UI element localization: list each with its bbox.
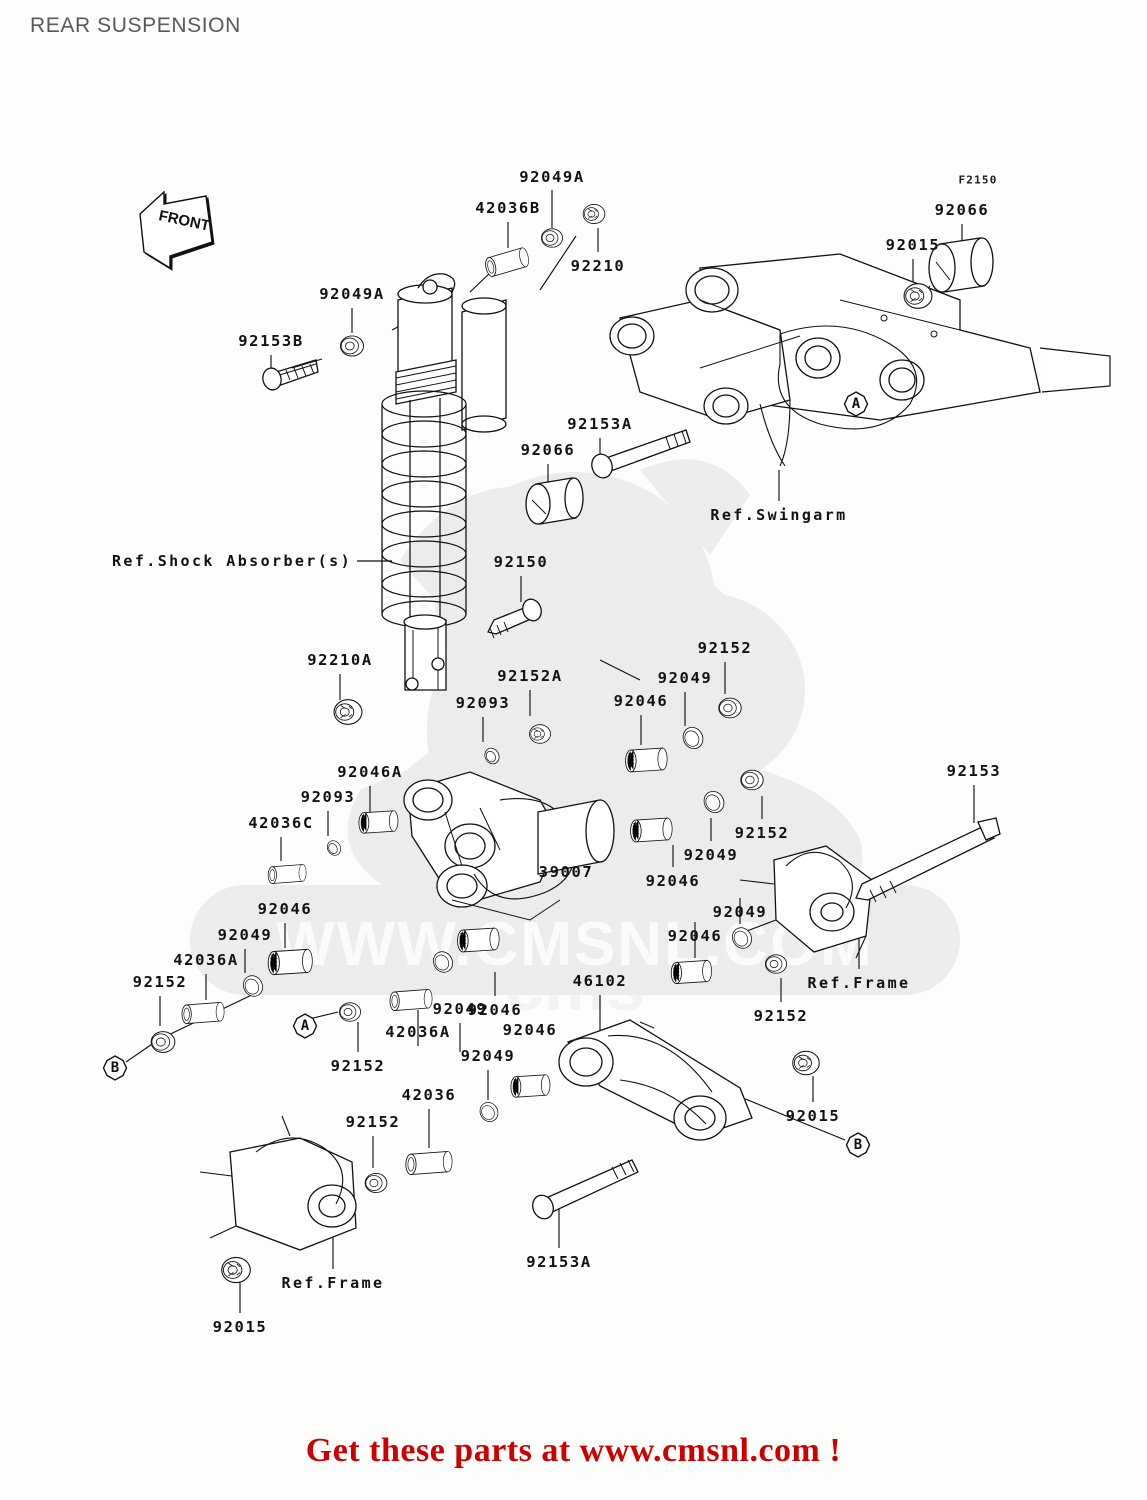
part-number-label-92049[interactable]: 92049	[217, 926, 273, 944]
diagram-code: F2150	[958, 173, 998, 187]
part-number-label-92150[interactable]: 92150	[493, 553, 549, 571]
part-number-label-92153a[interactable]: 92153A	[567, 415, 633, 433]
part-number-label-92152[interactable]: 92152	[734, 824, 790, 842]
part-number-label-92049[interactable]: 92049	[657, 669, 713, 687]
tie-rod	[558, 1019, 753, 1141]
frame-bracket-right	[739, 845, 873, 959]
part-number-label-92046a[interactable]: 92046A	[337, 763, 403, 781]
svg-text:cms: cms	[505, 947, 645, 1025]
part-number-label-46102[interactable]: 46102	[572, 972, 628, 990]
part-number-label-92049[interactable]: 92049	[460, 1047, 516, 1065]
callout-circle-icon	[102, 1055, 128, 1081]
part-number-label-92093[interactable]: 92093	[455, 694, 511, 712]
page-title: REAR SUSPENSION	[30, 14, 241, 37]
callout-marker-label: B	[853, 1137, 863, 1153]
reference-label-ref-shock-absorber[interactable]: Ref.Shock Absorber(s)	[111, 552, 353, 570]
reference-label-ref-frame-bottom[interactable]: Ref.Frame	[281, 1274, 385, 1292]
part-number-label-92049[interactable]: 92049	[712, 903, 768, 921]
callout-marker-a-left[interactable]: A	[292, 1013, 318, 1039]
part-number-label-92049[interactable]: 92049	[683, 846, 739, 864]
part-number-label-92210a[interactable]: 92210A	[307, 651, 373, 669]
part-number-label-92046[interactable]: 92046	[667, 927, 723, 945]
callout-marker-a-swingarm[interactable]: A	[843, 391, 869, 417]
part-number-label-92046[interactable]: 92046	[257, 900, 313, 918]
part-number-label-92046[interactable]: 92046	[645, 872, 701, 890]
part-number-label-92152[interactable]: 92152	[330, 1057, 386, 1075]
shock-absorber-assembly	[381, 273, 507, 691]
part-number-label-92210[interactable]: 92210	[570, 257, 626, 275]
front-arrow-icon: FRONT	[139, 190, 215, 271]
part-number-label-42036[interactable]: 42036	[401, 1086, 457, 1104]
part-number-label-92153a[interactable]: 92153A	[526, 1253, 592, 1271]
part-number-label-92066[interactable]: 92066	[520, 441, 576, 459]
reference-label-ref-frame-right[interactable]: Ref.Frame	[807, 974, 911, 992]
part-number-label-92152[interactable]: 92152	[345, 1113, 401, 1131]
part-number-label-92153b[interactable]: 92153B	[238, 332, 304, 350]
callout-marker-label: A	[300, 1018, 310, 1034]
part-number-label-92152[interactable]: 92152	[132, 973, 188, 991]
part-number-label-92093[interactable]: 92093	[300, 788, 356, 806]
callout-circle-icon	[845, 1132, 871, 1158]
part-number-label-92049[interactable]: 92049	[432, 1000, 488, 1018]
front-direction-arrow: FRONT	[126, 186, 222, 278]
part-number-label-92049a[interactable]: 92049A	[519, 168, 585, 186]
callout-circle-icon	[292, 1013, 318, 1039]
part-number-label-92152[interactable]: 92152	[753, 1007, 809, 1025]
part-number-label-42036c[interactable]: 42036C	[248, 814, 314, 832]
part-number-label-92046[interactable]: 92046	[613, 692, 669, 710]
callout-marker-label: A	[851, 396, 861, 412]
footer-promo-text: Get these parts at www.cmsnl.com !	[305, 1432, 842, 1469]
callout-marker-b-right[interactable]: B	[845, 1132, 871, 1158]
frame-bracket-bottom	[199, 1115, 357, 1251]
callout-circle-icon	[843, 391, 869, 417]
part-number-label-92152a[interactable]: 92152A	[497, 667, 563, 685]
part-number-label-92046[interactable]: 92046	[502, 1021, 558, 1039]
part-number-label-42036a[interactable]: 42036A	[173, 951, 239, 969]
part-number-label-92049a[interactable]: 92049A	[319, 285, 385, 303]
part-number-label-39007[interactable]: 39007	[538, 863, 594, 881]
rocker-arm	[403, 771, 615, 921]
swingarm	[609, 253, 1111, 467]
part-number-label-92152[interactable]: 92152	[697, 639, 753, 657]
part-number-label-92066[interactable]: 92066	[934, 201, 990, 219]
part-number-label-42036b[interactable]: 42036B	[475, 199, 541, 217]
part-number-label-92153[interactable]: 92153	[946, 762, 1002, 780]
callout-marker-b-left[interactable]: B	[102, 1055, 128, 1081]
part-number-label-92015[interactable]: 92015	[785, 1107, 841, 1125]
part-number-label-92015[interactable]: 92015	[212, 1318, 268, 1336]
reference-label-ref-swingarm[interactable]: Ref.Swingarm	[710, 506, 848, 524]
part-number-label-42036a[interactable]: 42036A	[385, 1023, 451, 1041]
callout-marker-label: B	[110, 1060, 120, 1076]
part-number-label-92046[interactable]: 92046	[467, 1001, 523, 1019]
fastener-components	[150, 203, 1001, 1284]
part-number-label-92015[interactable]: 92015	[885, 236, 941, 254]
